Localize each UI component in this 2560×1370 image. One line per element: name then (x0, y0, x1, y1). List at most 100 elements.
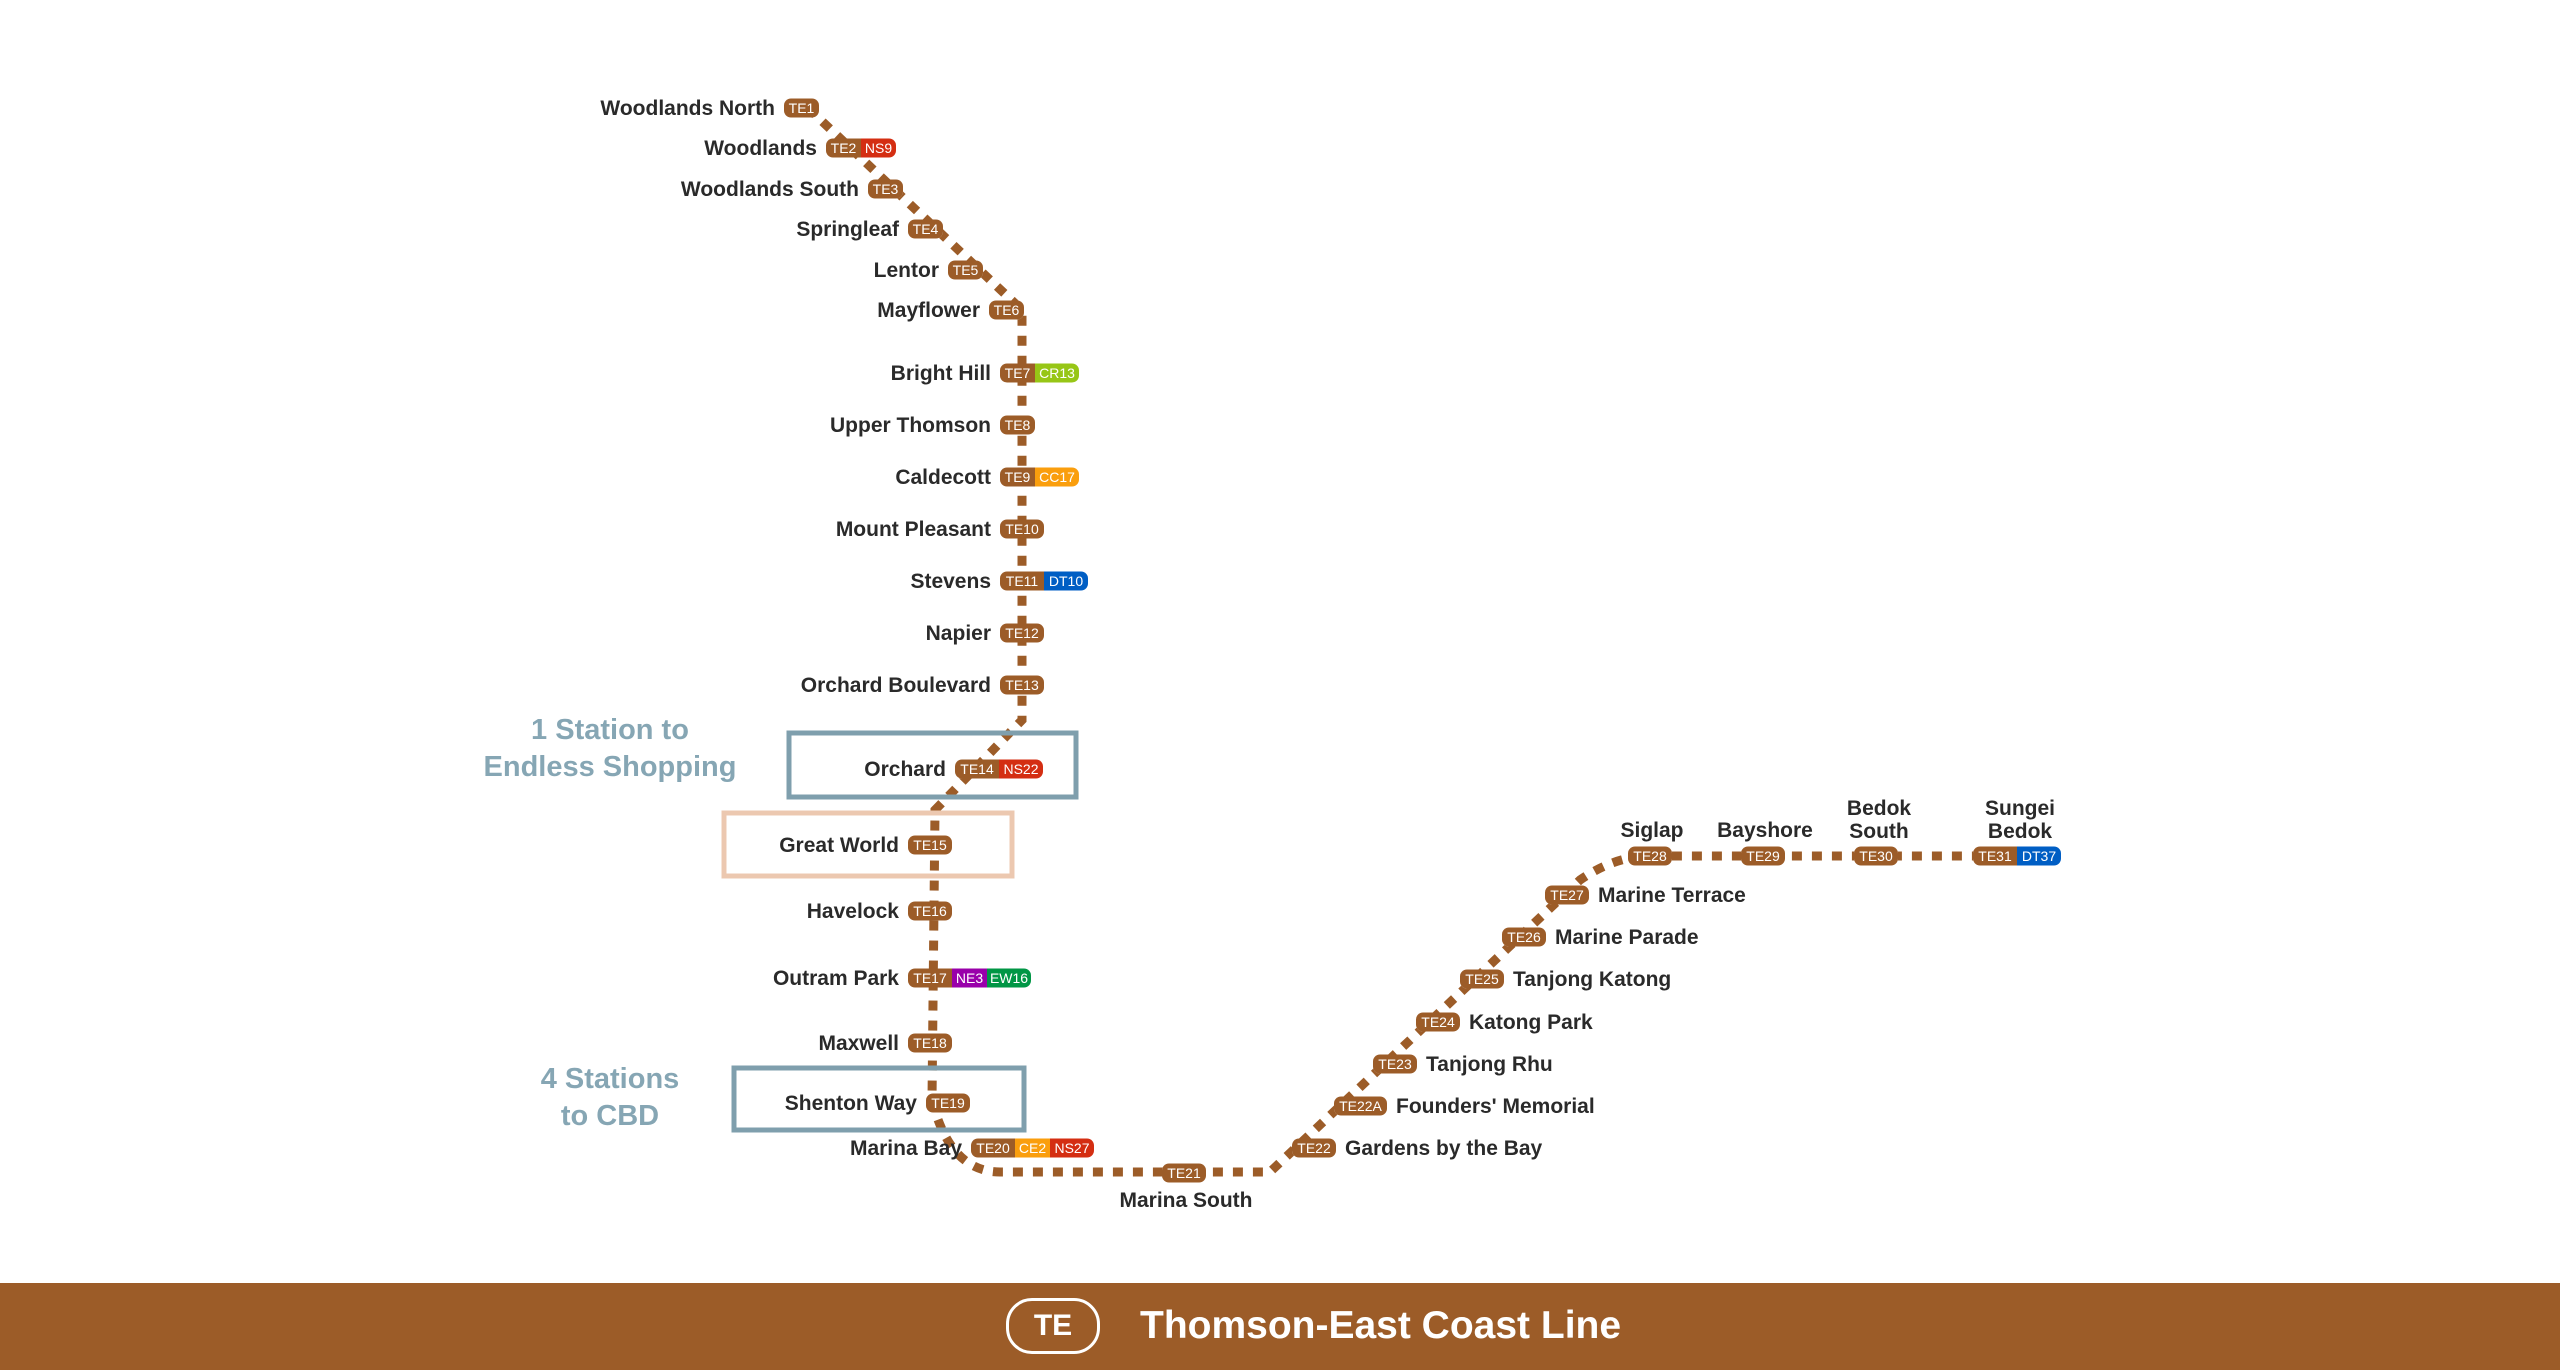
great-world-highlight-box (721, 810, 1015, 879)
code-segment-join (1028, 467, 1035, 487)
station-name: Lentor (874, 259, 939, 282)
code-segment-te (1292, 1138, 1336, 1158)
code-segment-join (1035, 363, 1042, 383)
station-code-label: TE2 (831, 140, 857, 156)
station-code-label: NS22 (1003, 761, 1038, 777)
station-name: Napier (926, 622, 991, 645)
station-code-label: TE6 (994, 302, 1020, 318)
code-segment-te (1000, 623, 1044, 643)
station-code-label: TE22A (1339, 1098, 1382, 1114)
code-segment-join (1035, 467, 1042, 487)
code-segment-te (868, 179, 903, 199)
station-name: Tanjong Rhu (1426, 1053, 1553, 1076)
station-name: Maxwell (818, 1032, 899, 1055)
code-segment-te (1741, 846, 1785, 866)
code-segment-te (908, 901, 952, 921)
code-segment-te (989, 300, 1024, 320)
code-segment-cc (1035, 467, 1079, 487)
code-segment-ce (1015, 1138, 1050, 1158)
station-code-label: TE7 (1005, 365, 1031, 381)
station-name: Founders' Memorial (1396, 1095, 1595, 1118)
station-name: Caldecott (895, 466, 991, 489)
station-napier: TE12 Napier (926, 622, 1044, 645)
code-segment-join (1044, 571, 1051, 591)
code-segment-join (987, 968, 994, 988)
cbd-callout-line-2: to CBD (560, 1100, 660, 1132)
code-segment-te (908, 968, 952, 988)
station-code-label: TE1 (789, 100, 815, 116)
cbd-callout: 4 Stations to CBD (460, 1061, 760, 1135)
code-segment-te (826, 138, 861, 158)
station-code-label: TE8 (1005, 417, 1031, 433)
station-stevens: TE11 DT10 Stevens (910, 570, 1088, 593)
station-name: Woodlands (704, 137, 817, 160)
code-segment-te (908, 835, 952, 855)
code-segment-join (999, 759, 1006, 779)
station-code-label: TE17 (913, 970, 947, 986)
station-code-label: DT10 (1049, 573, 1083, 589)
station-name: Marine Terrace (1598, 884, 1746, 907)
code-segment-te (926, 1093, 970, 1113)
station-name: Springleaf (796, 218, 900, 241)
code-segment-join (1028, 363, 1035, 383)
code-segment-te (1460, 969, 1504, 989)
station-name: Bayshore (1717, 819, 1813, 842)
code-segment-te (1162, 1163, 1206, 1183)
station-name: Gardens by the Bay (1345, 1137, 1543, 1160)
code-segment-join (992, 759, 999, 779)
code-segment-te (1000, 519, 1044, 539)
code-segment-te (1502, 927, 1546, 947)
station-code-label: TE4 (913, 221, 939, 237)
code-segment-join (2010, 846, 2017, 866)
station-code-label: TE27 (1550, 887, 1584, 903)
code-segment-te (971, 1138, 1015, 1158)
station-springleaf: TE4 Springleaf (796, 218, 943, 241)
station-name: Bright Hill (891, 362, 991, 385)
station-code-label: TE3 (873, 181, 899, 197)
station-name: Outram Park (773, 967, 899, 990)
station-code-label: TE16 (913, 903, 947, 919)
station-name: Marina Bay (850, 1137, 962, 1160)
station-code-label: TE11 (1006, 573, 1039, 589)
station-name: Stevens (910, 570, 991, 593)
station-name: Woodlands North (600, 97, 775, 120)
station-orchard-boulevard: TE13 Orchard Boulevard (801, 674, 1044, 697)
station-code-label: TE28 (1633, 848, 1667, 864)
station-name: Shenton Way (785, 1092, 918, 1115)
code-segment-te (1973, 846, 2017, 866)
station-name: Woodlands South (681, 178, 859, 201)
station-code-label: TE21 (1167, 1165, 1201, 1181)
code-segment-join (1037, 571, 1044, 591)
station-code-label: TE12 (1005, 625, 1039, 641)
code-segment-dt (2017, 846, 2061, 866)
station-woodlands-south: TE3 Woodlands South (681, 178, 903, 201)
code-segment-ns (999, 759, 1043, 779)
code-segment-te (948, 260, 983, 280)
station-marine-terrace: TE27 Marine Terrace (1545, 884, 1746, 907)
station-code-label: CE2 (1019, 1140, 1046, 1156)
code-segment-te (1545, 885, 1589, 905)
code-segment-te (1334, 1096, 1387, 1116)
station-name: Orchard Boulevard (801, 674, 991, 697)
line-badge: TE (1006, 1298, 1100, 1354)
shenton-way-highlight-box (731, 1065, 1027, 1133)
station-name: Mayflower (877, 299, 980, 322)
code-segment-te (1000, 675, 1044, 695)
station-code-label: TE13 (1005, 677, 1039, 693)
station-code-label: TE5 (953, 262, 979, 278)
